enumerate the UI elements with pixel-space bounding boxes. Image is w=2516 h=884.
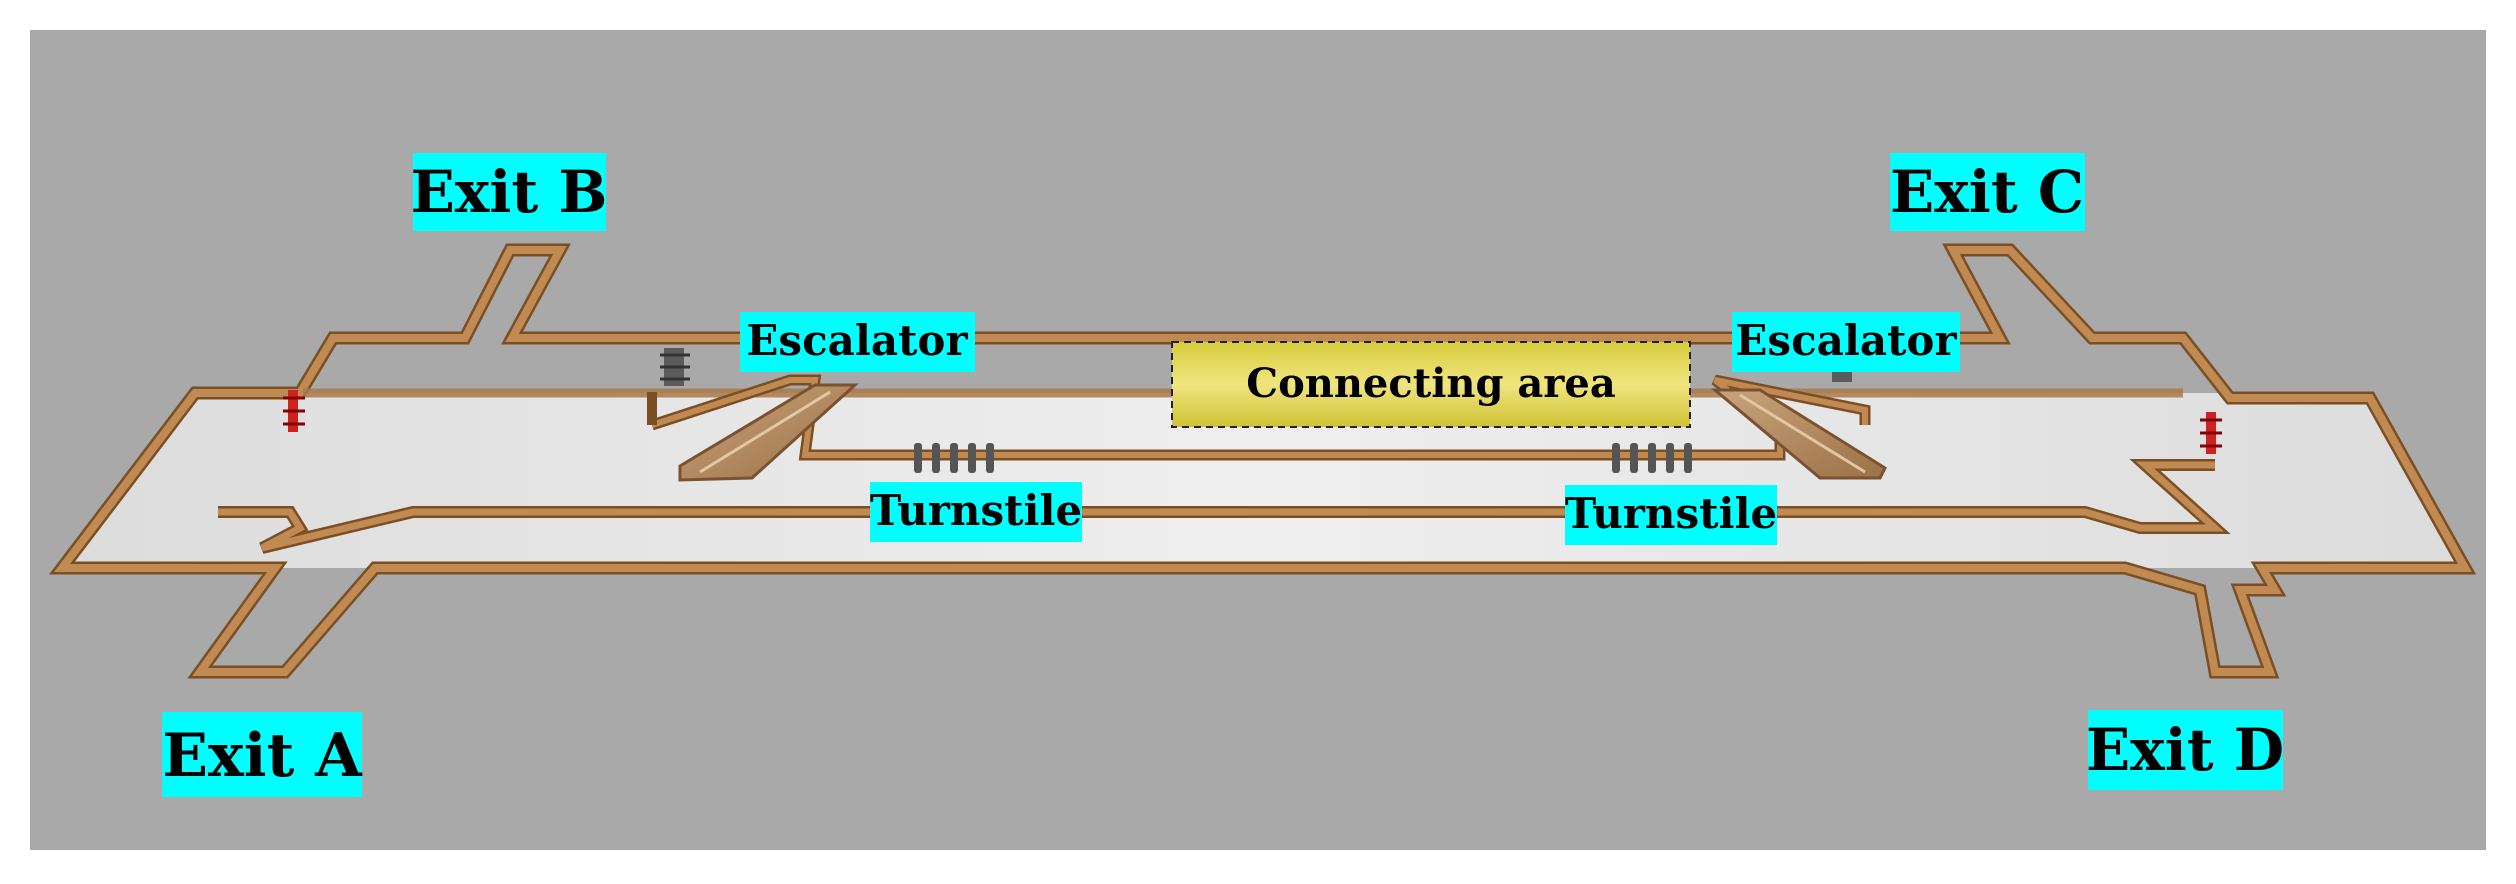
paid-area-wall-face <box>651 377 1868 458</box>
left-exit-gate-icon <box>283 390 305 432</box>
escalator-right-label-bg <box>1732 312 1960 372</box>
escalator-left-label: Escalator <box>746 316 968 365</box>
lower-floor-platform <box>62 393 2465 568</box>
right-exit-gate-icon <box>2200 412 2222 454</box>
exit-c-label-bg <box>1890 153 2085 231</box>
escalator-right-label: Escalator <box>1735 316 1957 365</box>
outer-boundary-wall-face <box>53 246 2472 676</box>
exit-a-label-bg <box>162 712 362 797</box>
turnstile-left-label: Turnstile <box>870 486 1082 535</box>
right-escalator-ramp <box>1710 388 1887 480</box>
turnstile-left-label-bg <box>870 482 1082 542</box>
turnstile-right-label-bg <box>1565 485 1777 545</box>
exit-b-label-bg <box>413 153 606 231</box>
left-turnstile-icon <box>914 443 994 473</box>
exit-c-label: Exit C <box>1890 158 2084 226</box>
right-escalator-machine-icon <box>1832 372 1852 382</box>
connecting-area-box <box>1171 341 1691 428</box>
right-turnstile-icon <box>1612 443 1692 473</box>
left-escalator-machine-icon <box>660 348 690 386</box>
right-escalator-step-line <box>1739 393 1866 474</box>
exit-d-label: Exit D <box>2086 716 2284 784</box>
exit-a-label: Exit A <box>162 721 363 791</box>
connecting-area-label: Connecting area <box>1246 360 1616 407</box>
escalator-left-label-bg <box>740 312 975 372</box>
turnstile-right-label: Turnstile <box>1565 489 1777 538</box>
left-escalator-step-line <box>699 390 831 474</box>
exit-b-label: Exit B <box>411 158 608 226</box>
exit-d-label-bg <box>2088 710 2283 790</box>
inner-hall-wall-face <box>218 461 2225 552</box>
